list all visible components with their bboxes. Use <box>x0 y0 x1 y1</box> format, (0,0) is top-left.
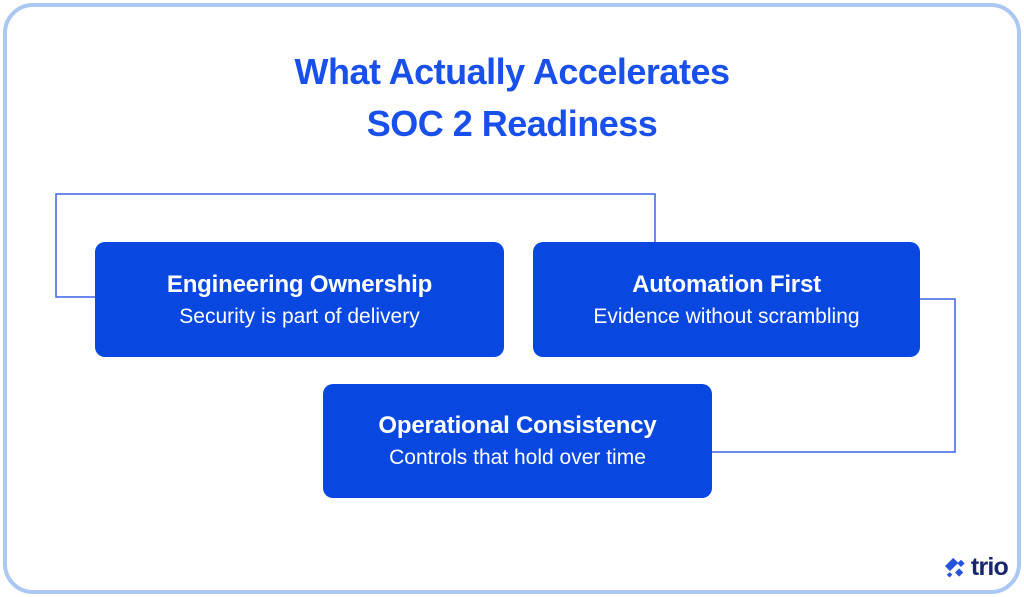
page-title-line-2: SOC 2 Readiness <box>366 103 658 144</box>
node-heading: Automation First <box>632 270 821 298</box>
page-title-line-1: What Actually Accelerates <box>294 51 730 92</box>
page-title: What Actually Accelerates SOC 2 Readines… <box>0 46 1024 150</box>
node-automation-first: Automation First Evidence without scramb… <box>533 242 920 357</box>
node-subtitle: Controls that hold over time <box>389 446 646 469</box>
node-operational-consistency: Operational Consistency Controls that ho… <box>323 384 712 498</box>
node-engineering-ownership: Engineering Ownership Security is part o… <box>95 242 504 357</box>
node-subtitle: Security is part of delivery <box>179 304 420 328</box>
trio-logo-icon <box>944 557 965 578</box>
node-subtitle: Evidence without scrambling <box>593 304 860 328</box>
node-heading: Engineering Ownership <box>166 270 433 298</box>
trio-logo: trio <box>944 553 1009 581</box>
node-heading: Operational Consistency <box>378 412 657 439</box>
trio-logo-text: trio <box>970 553 1009 581</box>
